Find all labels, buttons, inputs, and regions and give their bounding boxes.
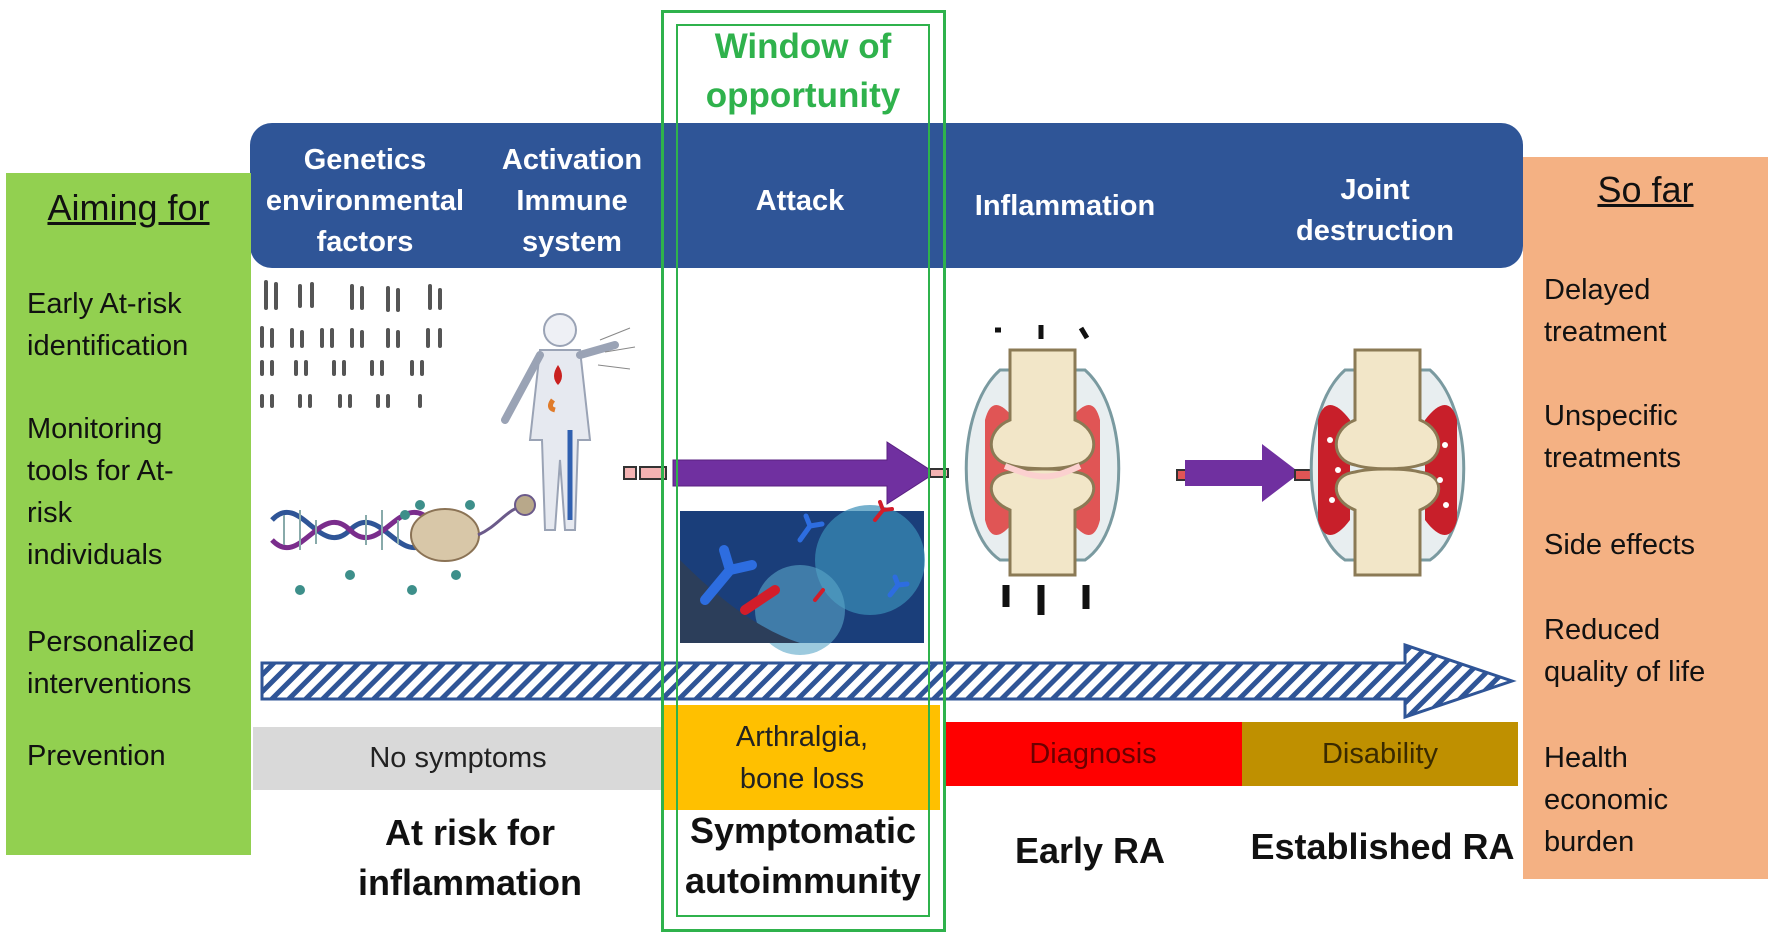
sofar-item-line: Side effects: [1544, 529, 1696, 561]
aim-item-line: identification: [27, 330, 189, 362]
progress-arrow-1: [672, 441, 949, 505]
timeline-arrow: [260, 642, 1517, 720]
window-of-opportunity-inner-frame: [676, 24, 930, 917]
antibody-attack-icon: [680, 500, 925, 655]
so-far-title: So far: [1597, 169, 1694, 210]
dna-helix-icon: [270, 494, 536, 595]
sofar-item-delayed-treatment: Delayed treatment: [1544, 269, 1759, 353]
inflamed-joint-icon: [964, 325, 1121, 615]
aim-item-line: Early At-risk: [27, 288, 182, 320]
aim-item-line: Monitoring: [27, 413, 163, 445]
connector-small: [623, 466, 667, 480]
aim-item-line: risk: [27, 497, 73, 529]
sofar-item-line: quality of life: [1544, 656, 1706, 688]
aim-item-prevention: Prevention: [27, 735, 242, 777]
sofar-item-line: Reduced: [1544, 614, 1661, 646]
arthralgia-line1: Arthralgia,: [735, 720, 869, 753]
sofar-item-line: treatment: [1544, 316, 1667, 348]
sofar-item-line: Delayed: [1544, 274, 1651, 306]
aiming-for-title: Aiming for: [47, 187, 210, 228]
human-immune-system-icon: [501, 313, 636, 531]
so-far-panel: So far Delayed treatment Unspecific trea…: [1523, 157, 1768, 879]
stage-joint-destruction: Joint destruction: [1265, 170, 1485, 252]
aim-item-line: interventions: [27, 668, 192, 700]
sofar-item-economic-burden: Health economic burden: [1544, 737, 1759, 863]
window-of-opportunity-frame: [661, 10, 946, 932]
diagnosis-label: Diagnosis: [1029, 737, 1157, 770]
stage-inflammation-label: Inflammation: [974, 190, 1156, 222]
stage-genetics-line3: factors: [316, 226, 414, 258]
disability-bar: Disability: [1242, 722, 1518, 786]
aim-item-line: Personalized: [27, 626, 195, 658]
sofar-item-quality-of-life: Reduced quality of life: [1544, 609, 1759, 693]
stage-activation-line1: Activation: [501, 144, 643, 176]
aim-item-line: individuals: [27, 539, 163, 571]
arthralgia-bar: Arthralgia, bone loss: [664, 705, 940, 810]
window-of-opportunity-title: Window of opportunity: [664, 22, 942, 120]
phase-at-risk-line2: inflammation: [357, 862, 582, 903]
phase-early-ra-label: Early RA: [1014, 830, 1166, 871]
aim-item-monitoring-tools: Monitoring tools for At- risk individual…: [27, 408, 242, 576]
phase-symptomatic-line1: Symptomatic: [689, 810, 917, 851]
stage-genetics-line1: Genetics: [303, 144, 427, 176]
sofar-item-line: economic: [1544, 784, 1669, 816]
disability-label: Disability: [1321, 737, 1439, 770]
aim-item-early-identification: Early At-risk identification: [27, 283, 242, 367]
stage-activation: Activation Immune system: [482, 140, 662, 263]
phase-established-ra: Established RA: [1245, 822, 1520, 872]
window-title-line1: Window of: [714, 27, 892, 66]
no-symptoms-bar: No symptoms: [253, 727, 663, 790]
destroyed-joint-icon: [1309, 348, 1466, 577]
chromosome-karyotype-icon: [260, 280, 442, 408]
phase-established-ra-label: Established RA: [1250, 826, 1515, 867]
sofar-item-line: treatments: [1544, 442, 1681, 474]
diagnosis-bar: Diagnosis: [944, 722, 1242, 786]
stage-inflammation: Inflammation: [950, 186, 1180, 227]
phase-at-risk-line1: At risk for: [384, 812, 556, 853]
sofar-item-line: burden: [1544, 826, 1635, 858]
stage-attack-label: Attack: [755, 185, 845, 217]
aim-item-personalized: Personalized interventions: [27, 621, 242, 705]
stage-activation-line2: Immune: [516, 185, 628, 217]
phase-at-risk: At risk for inflammation: [330, 808, 610, 908]
aim-item-line: tools for At-: [27, 455, 174, 487]
phase-symptomatic: Symptomatic autoimmunity: [664, 806, 942, 906]
stage-joint-line2: destruction: [1296, 215, 1454, 247]
stage-genetics: Genetics environmental factors: [252, 140, 478, 263]
window-title-line2: opportunity: [705, 76, 901, 115]
aim-item-line: Prevention: [27, 740, 166, 772]
phase-early-ra: Early RA: [980, 826, 1200, 876]
sofar-item-side-effects: Side effects: [1544, 524, 1759, 566]
stage-genetics-line2: environmental: [265, 185, 465, 217]
sofar-item-line: Health: [1544, 742, 1628, 774]
arthralgia-line2: bone loss: [739, 762, 865, 795]
stage-header-band: [250, 123, 1523, 268]
phase-symptomatic-line2: autoimmunity: [684, 860, 921, 901]
sofar-item-line: Unspecific: [1544, 400, 1678, 432]
no-symptoms-label: No symptoms: [369, 742, 547, 774]
sofar-item-unspecific: Unspecific treatments: [1544, 395, 1759, 479]
progress-arrow-2: [1176, 444, 1312, 502]
stage-joint-line1: Joint: [1340, 174, 1410, 206]
stage-attack: Attack: [680, 181, 920, 222]
aiming-for-panel: Aiming for Early At-risk identification …: [6, 173, 251, 855]
stage-activation-line3: system: [522, 226, 622, 258]
